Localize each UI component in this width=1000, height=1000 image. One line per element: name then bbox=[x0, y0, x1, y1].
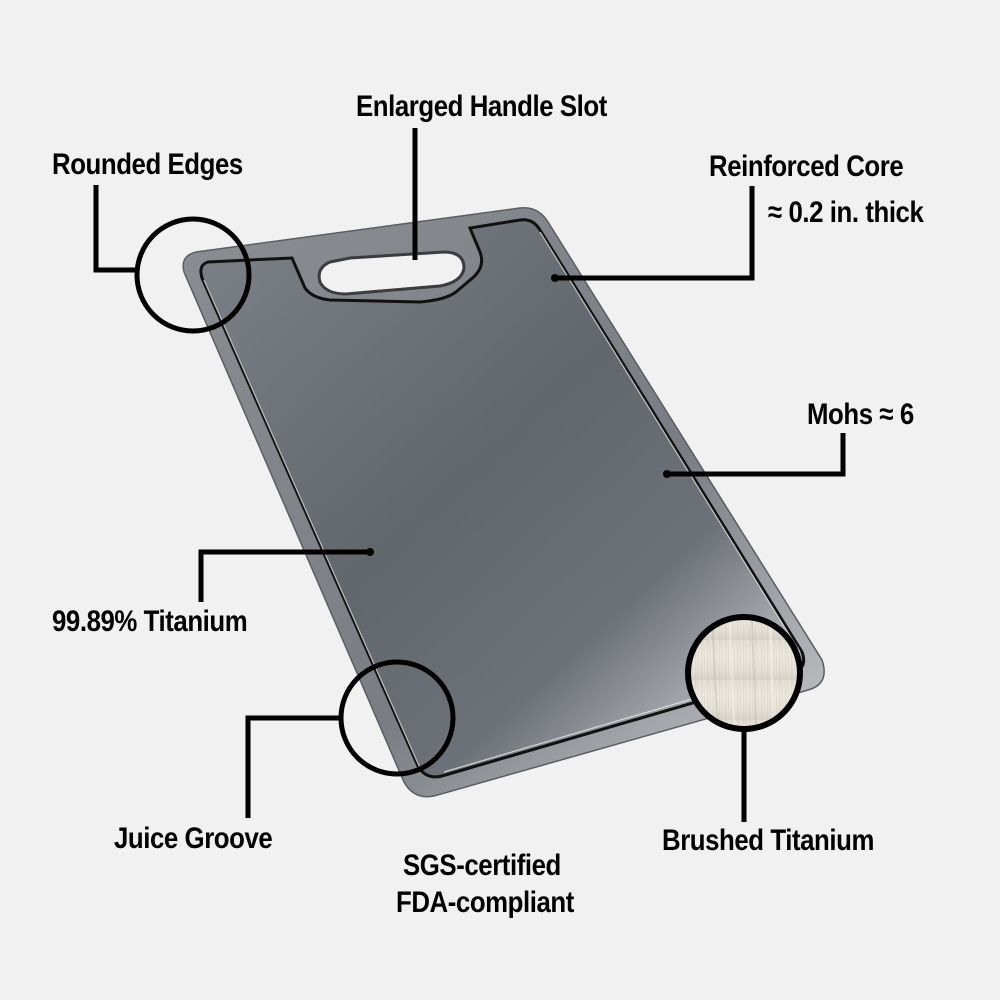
callout-juice-groove bbox=[245, 659, 456, 818]
label-handle-slot: Enlarged Handle Slot bbox=[356, 90, 607, 123]
callout-titanium-purity bbox=[198, 548, 374, 602]
callout-reinforced-core bbox=[551, 186, 755, 282]
label-reinforced-core: Reinforced Core bbox=[709, 150, 904, 183]
magnifier-ring bbox=[338, 659, 456, 777]
label-fda-compliant: FDA-compliant bbox=[396, 886, 574, 919]
label-mohs: Mohs ≈ 6 bbox=[807, 398, 914, 431]
callout-rounded-edges bbox=[93, 185, 252, 334]
handle-slot bbox=[317, 250, 466, 296]
label-sgs-certified: SGS-certified bbox=[403, 849, 561, 882]
label-titanium-purity: 99.89% Titanium bbox=[52, 605, 248, 638]
label-juice-groove: Juice Groove bbox=[114, 822, 273, 855]
callout-brushed-titanium bbox=[685, 614, 803, 822]
label-brushed-titanium: Brushed Titanium bbox=[662, 824, 874, 857]
label-rounded-edges: Rounded Edges bbox=[52, 148, 243, 181]
label-core-thickness: ≈ 0.2 in. thick bbox=[768, 196, 924, 229]
callout-mohs bbox=[663, 433, 846, 478]
magnifier-ring bbox=[134, 216, 252, 334]
